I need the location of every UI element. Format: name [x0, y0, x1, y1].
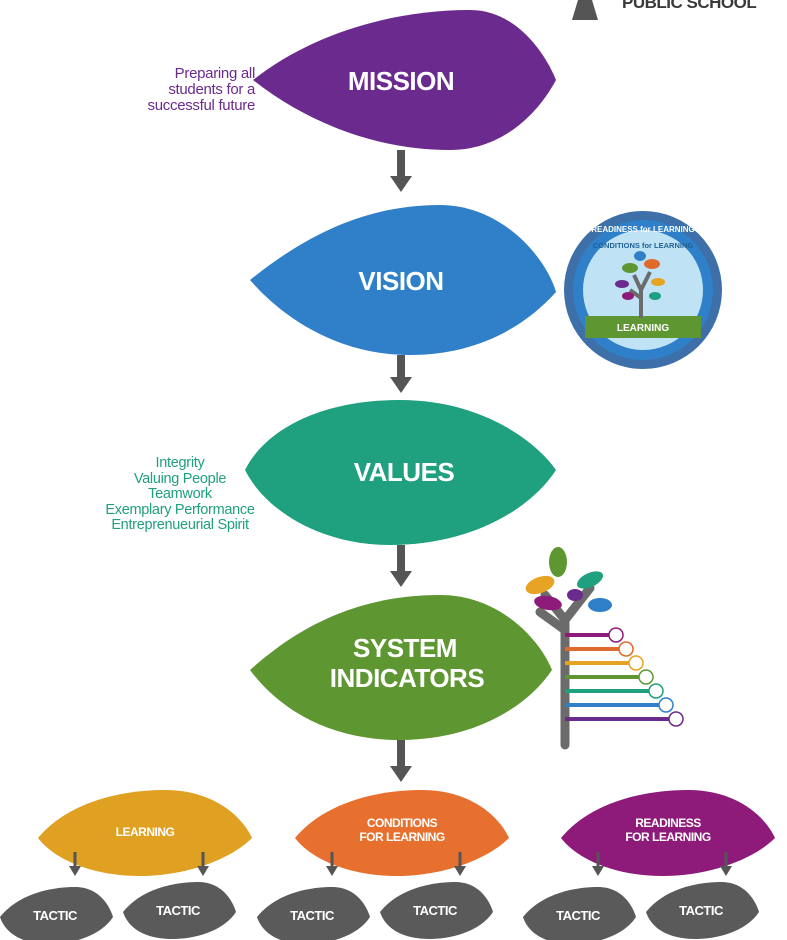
values-label: VALUES: [354, 457, 455, 487]
branch-arrow-head: [69, 866, 81, 876]
indicator-bar: [565, 689, 650, 693]
indicator-bar-badge: [628, 655, 644, 671]
mission-description-line: Preparing all: [174, 65, 256, 82]
system-indicators-node: SYSTEM INDICATORS: [250, 595, 552, 740]
mission-description-line: successful future: [147, 97, 256, 114]
indicator-bar-badge: [648, 683, 664, 699]
values-node: VALUES: [245, 400, 556, 545]
indicator-bars: [565, 627, 684, 727]
branch-arrow-head: [326, 866, 338, 876]
school-logo: [572, 0, 598, 20]
logo-tower-icon: [572, 0, 598, 20]
tactic-leaf-shape: [380, 882, 493, 939]
branch-arrow-head: [197, 866, 209, 876]
branch-arrow-shaft: [330, 852, 334, 868]
branch-leaf-shape: [561, 790, 775, 876]
value-item: Entreprenueurial Spirit: [111, 517, 249, 533]
indicator-bar: [565, 717, 670, 721]
indicator-bar-badge: [668, 711, 684, 727]
branch-arrow-shaft: [201, 852, 205, 868]
branch-label: READINESS: [635, 816, 701, 830]
value-item: Integrity: [155, 455, 205, 471]
branch-arrow-shaft: [458, 852, 462, 868]
vision-label: VISION: [358, 266, 443, 296]
tactic-leaf-shape: [123, 882, 236, 939]
tactic-leaf-shape: [523, 887, 636, 940]
system-indicators-label-line-1: SYSTEM: [353, 633, 457, 663]
mission-leaf-shape: [253, 10, 556, 150]
arrow-vision-values: [390, 355, 412, 393]
tactic-leaf-shape: [646, 882, 759, 939]
system-indicators-label-line-2: INDICATORS: [330, 663, 485, 693]
branch-arrow-shaft: [724, 852, 728, 868]
branch-label: CONDITIONS: [367, 816, 438, 830]
branch-label: LEARNING: [116, 825, 175, 839]
tactic-label: TACTIC: [156, 903, 201, 918]
logo-text: PUBLIC SCHOOL: [622, 0, 757, 12]
value-item: Exemplary Performance: [105, 501, 255, 518]
tactic-label: TACTIC: [556, 908, 601, 923]
indicator-bar-badge: [658, 697, 674, 713]
tactic-node: TACTIC: [523, 887, 636, 940]
branch-label: FOR LEARNING: [359, 830, 444, 844]
tactic-label: TACTIC: [413, 903, 458, 918]
arrow-values-system: [390, 545, 412, 587]
badge-band-label: LEARNING: [617, 323, 669, 334]
system-indicators-leaf-shape: [250, 595, 552, 740]
indicator-bar-badge: [608, 627, 624, 643]
tactic-leaf-shape: [0, 887, 113, 940]
tactic-leaf-shape: [257, 887, 370, 940]
branch-arrow-shaft: [73, 852, 77, 868]
indicator-bar-badge: [618, 641, 634, 657]
tactic-node: TACTIC: [123, 882, 236, 939]
branch-arrow-head: [454, 866, 466, 876]
indicator-bar: [565, 633, 610, 637]
branch-node: LEARNING TACTIC TACTIC: [0, 790, 252, 940]
value-item: Teamwork: [148, 486, 212, 502]
tactic-node: TACTIC: [646, 882, 759, 939]
badge-inner-text: CONDITIONS for LEARNING: [593, 241, 694, 250]
value-item: Valuing People: [133, 470, 227, 487]
branch-arrow-head: [720, 866, 732, 876]
branch-arrow-shaft: [596, 852, 600, 868]
mission-node: MISSION: [253, 10, 556, 150]
badge-outer-text: READINESS for LEARNING: [591, 225, 695, 234]
branch-leaf-shape: [38, 790, 252, 876]
branch-label: FOR LEARNING: [625, 830, 710, 844]
tactic-label: TACTIC: [33, 908, 78, 923]
indicator-bar: [565, 661, 630, 665]
tactic-label: TACTIC: [679, 903, 724, 918]
values-leaf-shape: [245, 400, 556, 545]
indicator-bar: [565, 675, 640, 679]
indicators-tree-graphic: [525, 547, 684, 750]
tactic-node: TACTIC: [257, 887, 370, 940]
indicator-bar: [565, 647, 620, 651]
tactic-node: TACTIC: [0, 887, 113, 940]
arrow-system-branches: [390, 740, 412, 782]
mission-description: Preparing all students for a successful …: [95, 65, 256, 114]
mission-label: MISSION: [348, 66, 454, 96]
indicator-bar: [565, 703, 660, 707]
branch-leaf-shape: [295, 790, 509, 876]
tactic-label: TACTIC: [290, 908, 335, 923]
badge-green-band: [585, 316, 701, 338]
tactic-node: TACTIC: [380, 882, 493, 939]
arrow-mission-vision: [390, 150, 412, 192]
badge-tree-icon: [615, 251, 665, 318]
vision-node: VISION: [250, 205, 556, 355]
branch-arrow-head: [592, 866, 604, 876]
values-list: Integrity Valuing People Teamwork Exempl…: [60, 455, 300, 534]
indicator-bar-badge: [638, 669, 654, 685]
learning-badge: LEARNING READINESS for LEARNING CONDITIO…: [564, 211, 722, 369]
mission-description-line: students for a: [168, 81, 255, 98]
vision-leaf-shape: [250, 205, 556, 355]
